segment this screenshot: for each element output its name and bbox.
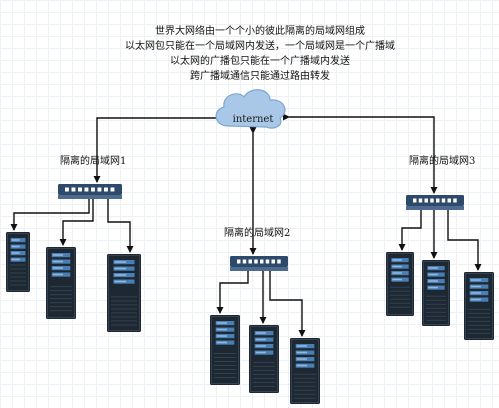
arrow-lan3-server-a [398,204,425,251]
lan1-switch-icon [58,184,122,199]
note-line: 跨广播域通信只能通过路由转发 [190,71,330,82]
lan3-server-c-icon [464,272,494,340]
lan1-label: 隔离的局域网1 [60,156,127,167]
lan2-switch-icon [230,256,288,271]
lan2-server-b-icon [249,325,279,393]
note-line: 世界大网络由一个个小的彼此隔离的局域网组成 [155,26,365,37]
arrow-lan2-server-c [266,266,306,337]
arrow-lan3-server-c [444,204,482,271]
arrow-lan1-server-a [10,194,93,231]
arrow-cloud-lan1 [93,114,224,183]
note-line: 以太网的广播包只能在一个广播域内发送 [170,56,350,67]
lan3-switch-icon [406,195,464,210]
arrow-lan1-server-b [59,194,97,246]
lan2-server-a-icon [210,315,240,385]
explanation-note: 世界大网络由一个个小的彼此隔离的局域网组成 以太网包只能在一个局域网内发送，一个… [110,24,410,84]
arrow-lan1-server-c [104,194,134,253]
lan1-server-a-icon [6,232,30,292]
lan3-label: 隔离的局域网3 [409,156,476,167]
lan2-server-c-icon [290,338,320,404]
lan3-server-a-icon [386,252,414,316]
lan1-server-b-icon [46,247,76,319]
lan2-label: 隔离的局域网2 [224,228,291,239]
arrow-cloud-lan3 [283,113,438,194]
lan3-server-b-icon [422,260,450,326]
switches [58,184,464,271]
connectors [10,113,482,337]
servers [6,232,494,404]
internet-cloud-icon: internet [215,89,286,129]
arrow-lan2-server-a [216,266,252,314]
note-line: 以太网包只能在一个局域网内发送，一个局域网是一个广播域 [125,41,395,52]
cloud-label: internet [233,114,274,125]
lan1-server-c-icon [107,254,141,332]
